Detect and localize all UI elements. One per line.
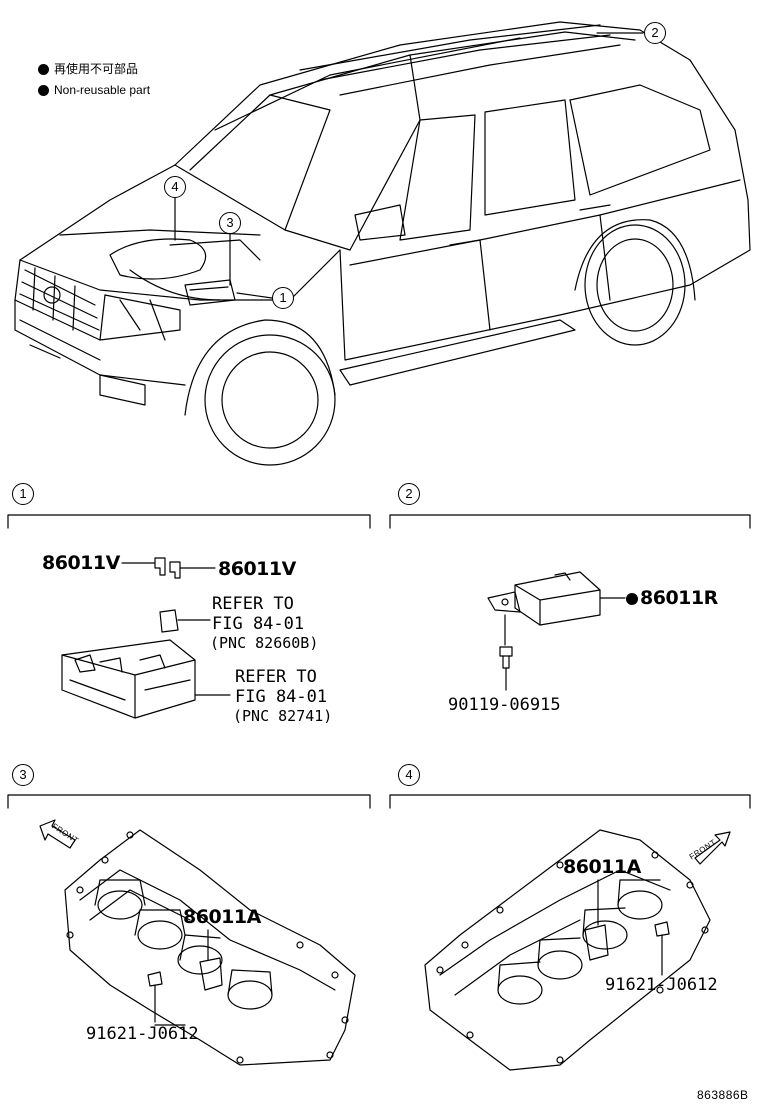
diagram-code: 863886B	[697, 1088, 749, 1102]
part-number-coil-section4: 86011A	[563, 856, 641, 878]
overview-callout-2: 2	[644, 22, 666, 44]
legend-english-text: Non-reusable part	[54, 83, 151, 97]
part-number-fuse-right: 86011V	[218, 558, 296, 580]
overview-callout-1: 1	[272, 287, 294, 309]
part-86011R: 86011R	[626, 589, 718, 608]
ref2-line2: FIG 84-01	[235, 687, 328, 707]
section1-parts	[61, 557, 231, 719]
non-reusable-dot-icon	[626, 592, 638, 605]
legend-japanese: 再使用不可部品	[38, 63, 138, 75]
ref1-line1: REFER TO	[212, 594, 294, 614]
section-callout-3: 3	[12, 764, 34, 786]
part-number-bolt-section2: 90119-06915	[448, 695, 561, 715]
section2-parts	[487, 571, 626, 691]
overview-callout-3: 3	[219, 212, 241, 234]
legend-japanese-text: 再使用不可部品	[54, 62, 139, 76]
section-callout-4: 4	[398, 764, 420, 786]
overview-callout-4: 4	[164, 176, 186, 198]
section-callout-1: 1	[12, 483, 34, 505]
part-number-coil-section3: 86011A	[183, 906, 261, 928]
part-number-86011R: 86011R	[640, 587, 718, 609]
ref2-line3: (PNC 82741)	[233, 707, 333, 725]
section3-parts	[39, 819, 356, 1066]
part-number-fuse-left: 86011V	[42, 552, 120, 574]
section4-parts	[424, 829, 731, 1071]
vehicle-illustration	[14, 21, 751, 466]
section-callout-2: 2	[398, 483, 420, 505]
non-reusable-dot-icon	[38, 63, 49, 75]
non-reusable-dot-icon	[38, 84, 49, 96]
ref2-line1: REFER TO	[235, 667, 317, 687]
ref1-line3: (PNC 82660B)	[210, 634, 319, 652]
part-number-bolt-section3: 91621-J0612	[86, 1024, 199, 1044]
legend-english: Non-reusable part	[38, 84, 150, 96]
part-number-bolt-section4: 91621-J0612	[605, 975, 718, 995]
ref1-line2: FIG 84-01	[212, 614, 305, 634]
